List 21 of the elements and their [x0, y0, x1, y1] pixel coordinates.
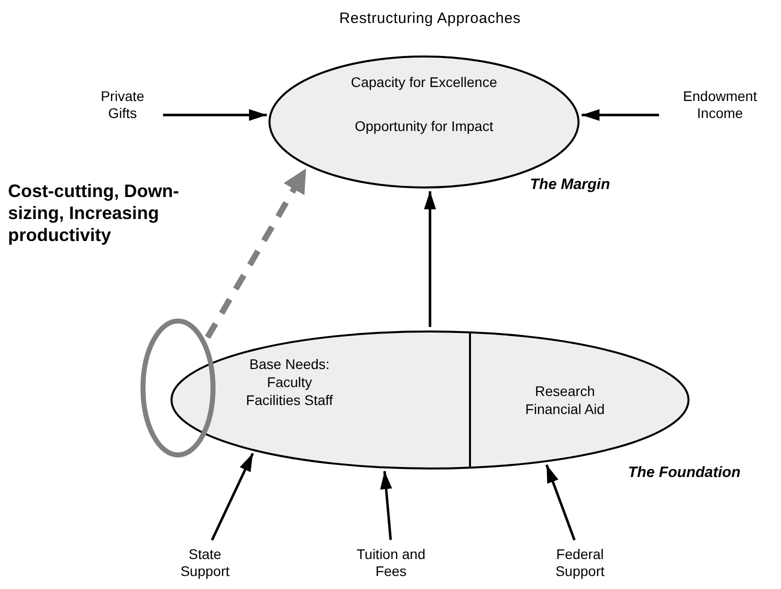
caption-text: The Foundation [628, 463, 740, 483]
source-label: Federal Support [540, 543, 620, 583]
arrow [582, 109, 659, 121]
node-text: Research Financial Aid [524, 382, 606, 418]
highlight-ellipse [140, 318, 216, 458]
arrow [163, 109, 267, 121]
source-label: State Support [165, 543, 245, 583]
source-label: Private Gifts [85, 85, 160, 125]
source-label: Tuition and Fees [355, 543, 427, 583]
edge-label: Cost-cutting, Down-sizing, Increasing productivity [8, 180, 180, 246]
source-label: Endowment Income [662, 85, 778, 125]
arrow [545, 464, 576, 540]
arrow [204, 166, 309, 339]
node-text: Capacity for Excellence [350, 73, 498, 91]
diagram-title: Restructuring Approaches [338, 9, 522, 29]
caption-text: The Margin [530, 175, 610, 195]
node-text: Base Needs: Faculty Facilities Staff [245, 355, 334, 409]
arrow [424, 191, 436, 327]
node-text: Opportunity for Impact [354, 117, 494, 135]
arrow [210, 452, 254, 541]
arrow [380, 471, 392, 540]
